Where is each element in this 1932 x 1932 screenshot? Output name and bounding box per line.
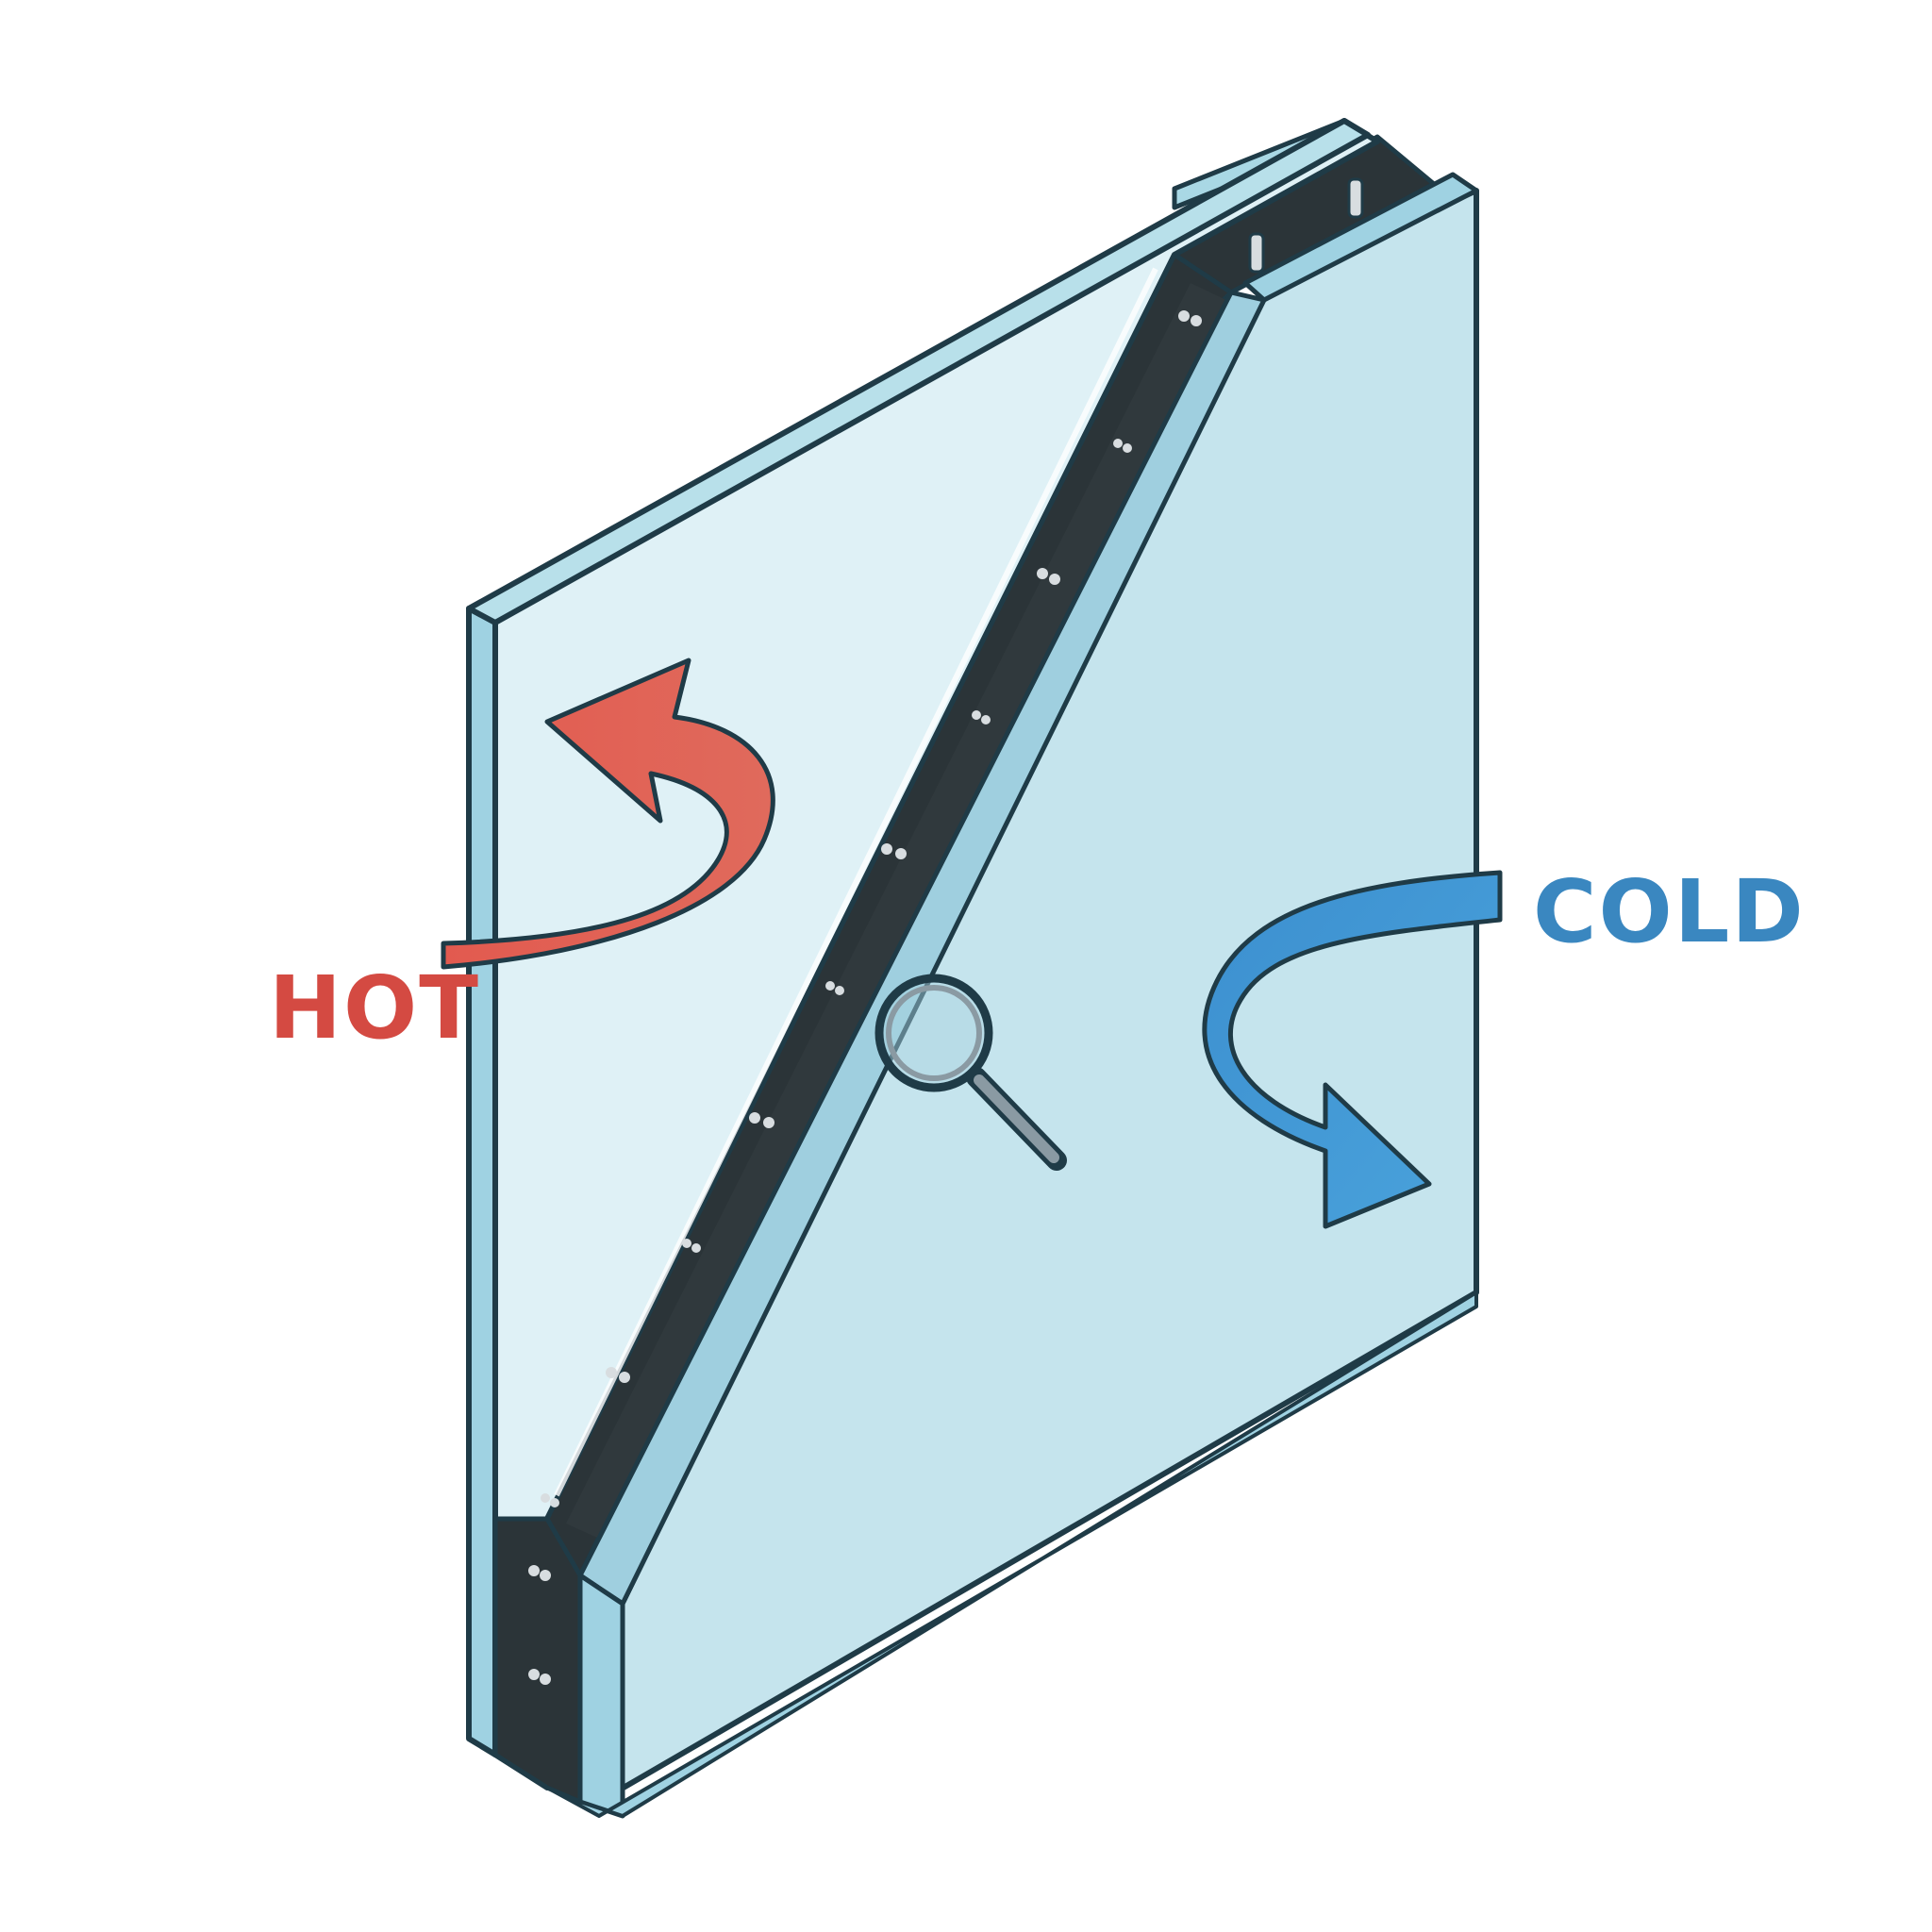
rear-pane-top-thickness <box>1242 172 1479 303</box>
spacer-pins <box>1248 177 1364 274</box>
rear-pane-bottom-edge <box>577 1573 625 1819</box>
cold-arrow: COLD <box>1202 861 1806 1229</box>
glass-reflection-line <box>554 267 1158 1497</box>
magnifier-icon <box>874 974 1067 1171</box>
cold-arrow-icon <box>1202 870 1503 1229</box>
spacer-bottom <box>492 1516 583 1805</box>
front-pane-top-edge <box>466 118 1371 625</box>
cold-label: COLD <box>1533 861 1806 962</box>
hot-arrow-icon <box>441 658 775 970</box>
rear-pane-bottom-strip <box>545 1291 1478 1818</box>
desiccant-dots <box>528 310 1202 1685</box>
front-pane-left-edge <box>466 606 498 1757</box>
hot-arrow: HOT <box>269 658 775 1058</box>
hot-label: HOT <box>269 958 480 1058</box>
glass-unit <box>466 118 1479 1819</box>
